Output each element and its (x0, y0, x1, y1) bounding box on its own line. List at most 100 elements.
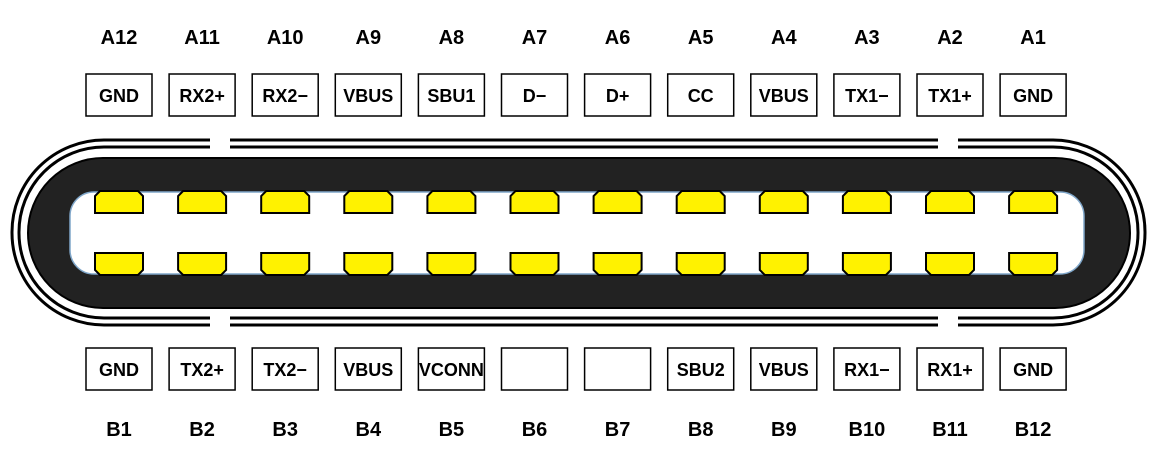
signal-box-b11 (916, 347, 984, 391)
signal-box-b4 (334, 347, 403, 391)
shell-gap-top-right (938, 137, 958, 151)
pin-number-b8: B8 (688, 419, 714, 441)
signal-label-a1: GND (1013, 86, 1053, 106)
pin-number-a7: A7 (522, 27, 548, 49)
signal-box-b9 (750, 347, 818, 391)
contact-pad-a1 (1008, 190, 1059, 214)
pin-number-a6: A6 (605, 27, 631, 49)
pin-number-b5: B5 (439, 419, 465, 441)
pin-number-b6: B6 (522, 419, 548, 441)
signal-box-a1 (999, 73, 1067, 117)
signal-label-a3: TX1− (845, 86, 889, 106)
contact-pad-b10 (841, 252, 892, 276)
contact-pad-a11 (177, 190, 228, 214)
signal-box-b8 (666, 347, 735, 391)
pin-number-b7: B7 (605, 419, 631, 441)
signal-box-a10 (251, 73, 319, 117)
signal-label-a7: D− (523, 86, 547, 106)
pin-number-b4: B4 (356, 419, 382, 441)
signal-label-b10: RX1− (844, 360, 890, 380)
pin-number-a9: A9 (356, 27, 382, 49)
contact-pad-a12 (94, 190, 144, 214)
shell-gap-bottom-left (210, 314, 230, 328)
connector-shell-inner (17, 145, 1140, 320)
pin-number-b1: B1 (106, 419, 132, 441)
signal-box-a7 (500, 73, 569, 117)
signal-label-a8: SBU1 (427, 86, 475, 106)
pin-number-a2: A2 (937, 27, 963, 49)
contact-pad-b2 (177, 252, 228, 276)
signal-box-a12 (85, 73, 153, 117)
signal-label-b9: VBUS (759, 360, 809, 380)
signal-box-a6 (583, 73, 652, 117)
contact-pad-b3 (260, 252, 311, 276)
contact-pad-a2 (925, 190, 975, 214)
signal-box-b7 (583, 347, 652, 391)
contact-pad-a6 (592, 190, 643, 214)
signal-label-a9: VBUS (343, 86, 393, 106)
signal-box-a5 (666, 73, 735, 117)
pin-number-a11: A11 (184, 27, 220, 49)
pin-number-a10: A10 (267, 27, 304, 49)
contact-pad-a7 (509, 190, 560, 214)
contact-pad-b1 (94, 252, 144, 276)
signal-label-a2: TX1+ (928, 86, 972, 106)
signal-box-b10 (833, 347, 901, 391)
contact-pad-b11 (925, 252, 975, 276)
signal-label-a6: D+ (606, 86, 630, 106)
shell-gap-top-left (210, 137, 230, 151)
signal-box-a2 (916, 73, 984, 117)
signal-label-b2: TX2+ (180, 360, 224, 380)
signal-label-b4: VBUS (343, 360, 393, 380)
signal-label-b3: TX2− (263, 360, 307, 380)
signal-label-b8: SBU2 (677, 360, 725, 380)
signal-label-a10: RX2− (262, 86, 308, 106)
pin-number-b2: B2 (189, 419, 215, 441)
contact-pad-b5 (426, 252, 477, 276)
pin-number-a5: A5 (688, 27, 714, 49)
pin-number-a3: A3 (854, 27, 880, 49)
signal-label-a11: RX2+ (179, 86, 225, 106)
contact-pad-a10 (260, 190, 311, 214)
pin-number-a8: A8 (439, 27, 465, 49)
shell-gap-bottom-right (938, 314, 958, 328)
signal-label-a12: GND (99, 86, 139, 106)
pin-number-b9: B9 (771, 419, 797, 441)
signal-box-b12 (999, 347, 1067, 391)
pin-number-a12: A12 (101, 27, 138, 49)
contact-pad-a8 (426, 190, 477, 214)
contact-pad-b4 (343, 252, 394, 276)
contact-pad-b7 (592, 252, 643, 276)
signal-box-b1 (85, 347, 153, 391)
contact-pad-b9 (758, 252, 809, 276)
signal-label-b1: GND (99, 360, 139, 380)
signal-box-a3 (833, 73, 901, 117)
contact-pad-b6 (509, 252, 560, 276)
signal-label-a5: CC (688, 86, 714, 106)
pin-number-b12: B12 (1015, 419, 1052, 441)
signal-box-a11 (168, 73, 236, 117)
contact-pad-a3 (841, 190, 892, 214)
tongue-cavity (69, 191, 1085, 275)
signal-box-b6 (500, 347, 569, 391)
signal-box-b5 (417, 347, 486, 391)
pin-number-b10: B10 (849, 419, 886, 441)
contact-pad-b12 (1008, 252, 1059, 276)
signal-box-b2 (168, 347, 236, 391)
pin-number-a1: A1 (1020, 27, 1046, 49)
signal-label-b5: VCONN (419, 360, 484, 380)
pin-number-a4: A4 (771, 27, 797, 49)
signal-label-b12: GND (1013, 360, 1053, 380)
pin-number-b11: B11 (932, 419, 968, 441)
signal-box-a8 (417, 73, 486, 117)
signal-label-a4: VBUS (759, 86, 809, 106)
contact-pad-a5 (675, 190, 726, 214)
signal-box-a9 (334, 73, 403, 117)
signal-label-b11: RX1+ (927, 360, 973, 380)
contact-pad-a4 (758, 190, 809, 214)
contact-pad-a9 (343, 190, 394, 214)
contact-pad-b8 (675, 252, 726, 276)
signal-box-a4 (750, 73, 818, 117)
signal-box-b3 (251, 347, 319, 391)
